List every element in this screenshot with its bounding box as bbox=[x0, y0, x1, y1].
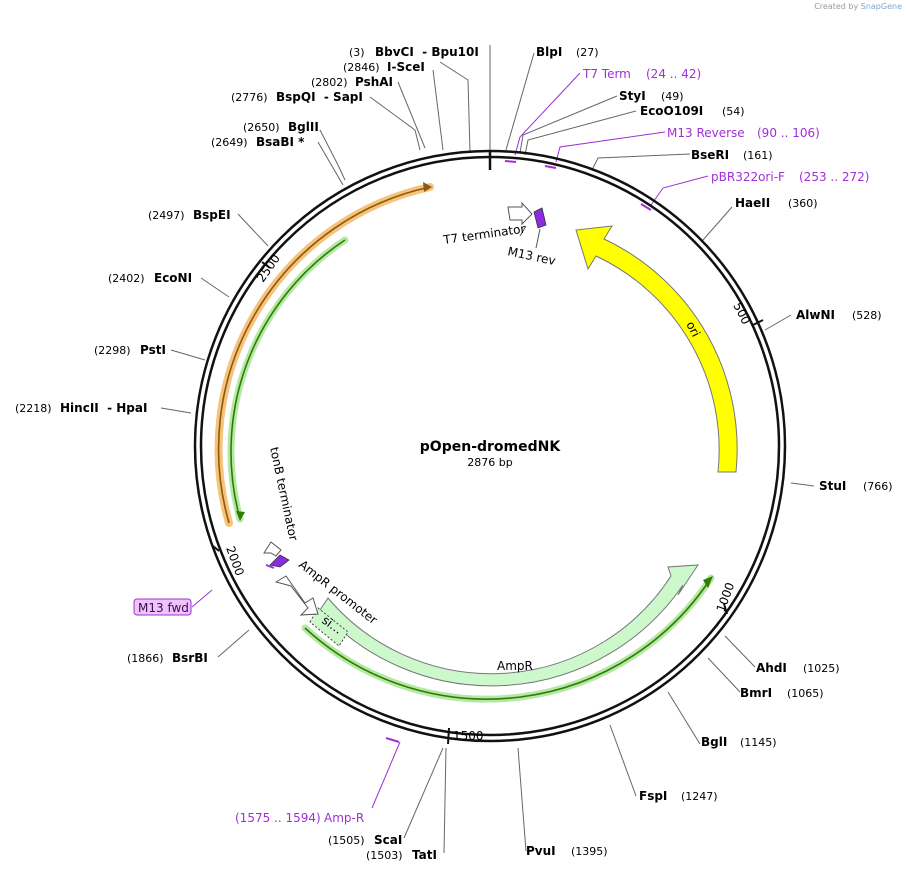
green-feature-arrow-bottom bbox=[304, 577, 712, 700]
site-name-scai: ScaI bbox=[374, 833, 402, 847]
site-pos-alwni: (528) bbox=[852, 309, 882, 322]
signal-peptide bbox=[309, 607, 349, 647]
primer-range-t7-term: (24 .. 42) bbox=[646, 67, 701, 81]
m13-fwd-label-box bbox=[133, 598, 192, 616]
site-pos-bmri: (1065) bbox=[787, 687, 824, 700]
m13-rev-feature bbox=[533, 207, 547, 229]
site-pos-hincii: (2218) bbox=[15, 402, 52, 415]
tonb-terminator-feature bbox=[263, 541, 282, 557]
site-name-bseri: BseRI bbox=[691, 148, 729, 162]
site-name-bsabi: BsaBI * bbox=[256, 135, 305, 149]
m13-rev-leader bbox=[535, 228, 541, 249]
ori-label: ori bbox=[683, 319, 703, 339]
m13-rev-label: M13 rev bbox=[506, 244, 556, 268]
site-name-bspqi: BspQI - SapI bbox=[276, 90, 363, 104]
site-name-styi: StyI bbox=[619, 89, 646, 103]
tick-2000: 2000 bbox=[223, 544, 247, 577]
t7-terminator-feature bbox=[507, 201, 533, 226]
site-name-hincii: HincII - HpaI bbox=[60, 401, 147, 415]
site-name-stui: StuI bbox=[819, 479, 846, 493]
site-pos-bseri: (161) bbox=[743, 149, 773, 162]
site-name-bglii: BglII bbox=[288, 120, 319, 134]
site-name-alwni: AlwNI bbox=[796, 308, 835, 322]
credit-prefix: Created by bbox=[814, 2, 859, 11]
backbone-outer bbox=[193, 149, 787, 743]
site-pos-bglii: (2650) bbox=[243, 121, 280, 134]
site-pos-scai: (1505) bbox=[328, 834, 365, 847]
site-name-bsrbi: BsrBI bbox=[172, 651, 208, 665]
site-name-tati: TatI bbox=[412, 848, 437, 862]
primer-marks bbox=[265, 160, 652, 743]
site-pos-econi: (2402) bbox=[108, 272, 145, 285]
site-name-ahdi: AhdI bbox=[756, 661, 787, 675]
ampr-label: AmpR bbox=[497, 659, 533, 673]
site-name-bbvci: BbvCI - Bpu10I bbox=[375, 45, 479, 59]
site-name-pvui: PvuI bbox=[526, 844, 556, 858]
site-name-econi: EcoNI bbox=[154, 271, 192, 285]
ampr-feature bbox=[319, 564, 699, 687]
site-pos-bspei: (2497) bbox=[148, 209, 185, 222]
scale-ticks bbox=[212, 261, 764, 745]
primer-name-amp-r: Amp-R bbox=[324, 811, 364, 825]
orange-feature-arrow bbox=[217, 186, 431, 524]
plasmid-name: pOpen-dromedNK bbox=[420, 439, 562, 455]
credit-brand: SnapGene bbox=[860, 2, 902, 11]
t7-terminator-leader bbox=[519, 225, 527, 237]
tonb-terminator-label: tonB terminator bbox=[267, 446, 301, 542]
tick-1500: 1500 bbox=[453, 729, 484, 743]
site-pos-bgli: (1145) bbox=[740, 736, 777, 749]
green-arrowhead-left bbox=[236, 511, 245, 521]
leader-lines bbox=[160, 45, 815, 854]
ori-feature bbox=[575, 225, 738, 473]
primer-name-m13-fwd: M13 fwd bbox=[138, 601, 189, 615]
site-pos-bsrbi: (1866) bbox=[127, 652, 164, 665]
primer-range-pbr322ori-f: (253 .. 272) bbox=[799, 170, 869, 184]
orange-arrowhead bbox=[423, 182, 432, 192]
site-name-pshai: PshAI bbox=[355, 75, 393, 89]
primer-name-pbr322ori-f: pBR322ori-F bbox=[711, 170, 785, 184]
site-name-i-scei: I-SceI bbox=[387, 60, 425, 74]
site-pos-pshai: (2802) bbox=[311, 76, 348, 89]
site-pos-blpi: (27) bbox=[576, 46, 599, 59]
site-name-haeii: HaeII bbox=[735, 196, 770, 210]
t7-terminator-label: T7 terminator bbox=[441, 222, 526, 248]
site-pos-tati: (1503) bbox=[366, 849, 403, 862]
primer-range-amp-r: (1575 .. 1594) bbox=[235, 811, 321, 825]
site-pos-ahdi: (1025) bbox=[803, 662, 840, 675]
primer-leaders bbox=[191, 72, 709, 809]
site-name-blpi: BlpI bbox=[536, 45, 562, 59]
site-name-fspi: FspI bbox=[639, 789, 667, 803]
site-pos-haeii: (360) bbox=[788, 197, 818, 210]
green-arrowhead-bottom bbox=[703, 576, 713, 588]
primer-name-m13-reverse: M13 Reverse bbox=[667, 126, 745, 140]
snapgene-credit: Created by SnapGene bbox=[814, 2, 902, 11]
m13-fwd-feature bbox=[269, 554, 290, 568]
primer-name-t7-term: T7 Term bbox=[582, 67, 631, 81]
site-pos-i-scei: (2846) bbox=[343, 61, 380, 74]
primer-range-m13-reverse: (90 .. 106) bbox=[757, 126, 820, 140]
tick-1000: 1000 bbox=[714, 581, 738, 614]
site-pos-fspi: (1247) bbox=[681, 790, 718, 803]
site-pos-styi: (49) bbox=[661, 90, 684, 103]
site-pos-bbvci: (3) bbox=[349, 46, 365, 59]
green-feature-arrow-left bbox=[230, 239, 346, 520]
site-name-psti: PstI bbox=[140, 343, 166, 357]
site-pos-bspqi: (2776) bbox=[231, 91, 268, 104]
site-name-bmri: BmrI bbox=[740, 686, 772, 700]
site-pos-stui: (766) bbox=[863, 480, 893, 493]
site-name-ecoo109i: EcoO109I bbox=[640, 104, 703, 118]
site-pos-psti: (2298) bbox=[94, 344, 131, 357]
ampr-promoter-feature bbox=[274, 575, 319, 616]
site-pos-bsabi: (2649) bbox=[211, 136, 248, 149]
site-pos-ecoo109i: (54) bbox=[722, 105, 745, 118]
plasmid-length: 2876 bp bbox=[467, 456, 512, 469]
site-name-bspei: BspEI bbox=[193, 208, 231, 222]
site-pos-pvui: (1395) bbox=[571, 845, 608, 858]
site-name-bgli: BglI bbox=[701, 735, 727, 749]
